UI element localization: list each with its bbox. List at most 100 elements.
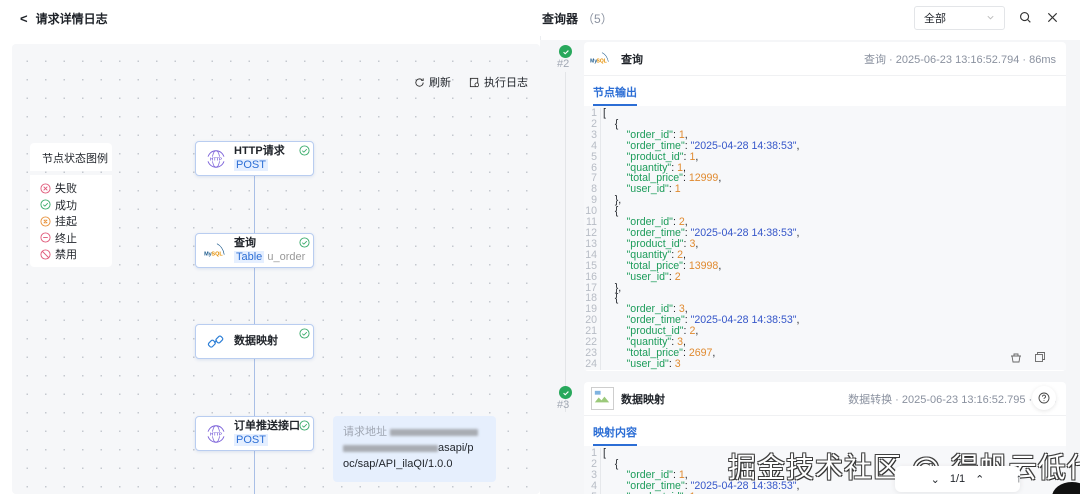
code-line: 20 "order_time": "2025-04-28 14:38:53", [585, 314, 800, 327]
copy-icon[interactable] [1034, 351, 1046, 363]
close-icon[interactable] [1046, 11, 1059, 24]
step-number: #3 [557, 399, 570, 411]
code-line: 24 "user_id": 3 [585, 357, 681, 370]
floating-avatar[interactable] [1052, 482, 1080, 494]
refresh-button[interactable]: 刷新 [414, 74, 451, 90]
page-title: 请求详情日志 [35, 11, 108, 26]
legend-item-disabled: 禁用 [40, 246, 112, 263]
flow-canvas[interactable]: 刷新 执行日志 节点状态图例 失败 成功 挂起 [12, 44, 540, 494]
node-title: 查询 [234, 237, 256, 250]
code-line: 4 "order_time": "2025-04-28 14:38:53", [584, 480, 1066, 492]
node-title: 数据映射 [234, 335, 278, 348]
code-line: 23 "total_price": 2697, [585, 346, 716, 359]
svg-text:SQL: SQL [211, 251, 223, 257]
card-title: 数据映射 [621, 393, 665, 406]
exec-log-label: 执行日志 [484, 77, 528, 89]
node-title: 订单推送接口 [234, 420, 300, 433]
ban-icon [40, 249, 51, 260]
code-line: 22 "quantity": 3, [585, 336, 686, 349]
link-plug-icon [204, 330, 228, 354]
pager-text: 1/1 [949, 473, 966, 485]
code-line: 21 "product_id": 2, [585, 325, 699, 338]
log-icon [469, 77, 480, 87]
code-line: 1[ [584, 108, 1066, 119]
code-line: 15 "total_price": 13998, [585, 259, 722, 272]
clear-icon[interactable] [1010, 351, 1022, 363]
code-line: 14 "quantity": 2, [585, 248, 686, 261]
tab-node-output[interactable]: 节点输出 [593, 76, 637, 106]
request-url-tooltip: 请求地址 asapi/p oc/sap/API_ilaQI/1.0.0 [333, 416, 496, 482]
code-line: 19 "order_id": 3, [585, 303, 688, 316]
refresh-label: 刷新 [429, 77, 451, 89]
code-line: 10 { [585, 205, 619, 218]
tooltip-label: 请求地址 [343, 426, 387, 438]
chevron-up-icon[interactable]: ⌃ [975, 473, 985, 486]
exec-log-button[interactable]: 执行日志 [469, 74, 528, 90]
svg-text:HTTP: HTTP [210, 431, 222, 436]
redacted-text [343, 444, 438, 452]
help-button[interactable] [1032, 386, 1056, 410]
node-title: HTTP请求 [234, 145, 285, 158]
card-title: 查询 [621, 53, 643, 66]
tab-mapping-content[interactable]: 映射内容 [593, 416, 637, 446]
code-line: 5 "product_id": 1, [584, 151, 1066, 163]
code-line: 2 { [584, 459, 1066, 470]
method-tag: POST [234, 434, 268, 446]
panel-title: 查询器（5） [542, 11, 613, 26]
code-line: 13 "product_id": 3, [585, 237, 699, 250]
refresh-icon [415, 77, 424, 87]
node-http-request[interactable]: HTTP HTTP请求 POST [195, 141, 314, 176]
code-actions [1010, 351, 1046, 363]
card-tabs: 映射内容 [584, 416, 1066, 446]
table-name: u_order [267, 251, 306, 263]
code-line: 17 }, [585, 281, 622, 294]
code-line: 3 "order_id": 1, [584, 129, 1066, 141]
node-data-mapping[interactable]: 数据映射 [195, 324, 314, 359]
card-tabs: 节点输出 [584, 76, 1066, 106]
code-line: 2 { [584, 119, 1066, 130]
code-line: 16 "user_id": 2 [585, 270, 681, 283]
success-check-icon [299, 237, 310, 248]
help-circle-icon [1038, 392, 1050, 404]
code-line: 8 "user_id": 1 [584, 184, 1066, 196]
arrow-up-icon[interactable]: ↑ [1016, 471, 1022, 485]
search-icon[interactable] [1019, 11, 1032, 24]
node-order-push-api[interactable]: HTTP 订单推送接口 POST [195, 416, 314, 451]
http-globe-icon: HTTP [204, 422, 228, 446]
legend-title: 节点状态图例 [30, 143, 112, 171]
card-meta: 数据转换 · 2025-06-23 13:16:52.795 · 0ms [848, 393, 1056, 406]
redacted-text [390, 428, 479, 436]
status-legend: 节点状态图例 失败 成功 挂起 终止 [30, 143, 112, 267]
filter-select[interactable]: 全部 [914, 6, 1005, 30]
legend-item-terminated: 终止 [40, 230, 112, 247]
code-line: 3 "order_id": 1, [584, 469, 1066, 481]
success-check-icon [299, 328, 310, 339]
legend-item-success: 成功 [40, 197, 112, 214]
code-line: 4 "order_time": "2025-04-28 14:38:53", [584, 140, 1066, 152]
chevron-left-icon[interactable]: < [20, 10, 28, 26]
timeline-line [565, 72, 566, 412]
check-circle-icon [40, 199, 51, 210]
tooltip-url-tail: oc/sap/API_ilaQI/1.0.0 [343, 458, 453, 470]
legend-item-failed: 失败 [40, 180, 112, 197]
code-line: 12 "order_time": "2025-04-28 14:38:53", [585, 226, 800, 239]
chevron-down-icon[interactable]: ⌄ [930, 473, 940, 486]
code-line: 18 { [585, 292, 619, 305]
code-viewer[interactable]: 1[2 {3 "order_id": 1,4 "order_time": "20… [584, 106, 1066, 370]
pause-circle-icon [40, 216, 51, 227]
broken-image-icon [589, 387, 615, 410]
panel-count: （5） [582, 11, 613, 26]
left-header: < 请求详情日志 [0, 0, 540, 36]
x-circle-icon [40, 183, 51, 194]
chevron-down-icon [987, 15, 994, 20]
card-header[interactable]: 数据映射 数据转换 · 2025-06-23 13:16:52.795 · 0m… [584, 382, 1066, 416]
step-number: #2 [557, 58, 570, 70]
code-line: 11 "order_id": 2, [586, 216, 688, 229]
